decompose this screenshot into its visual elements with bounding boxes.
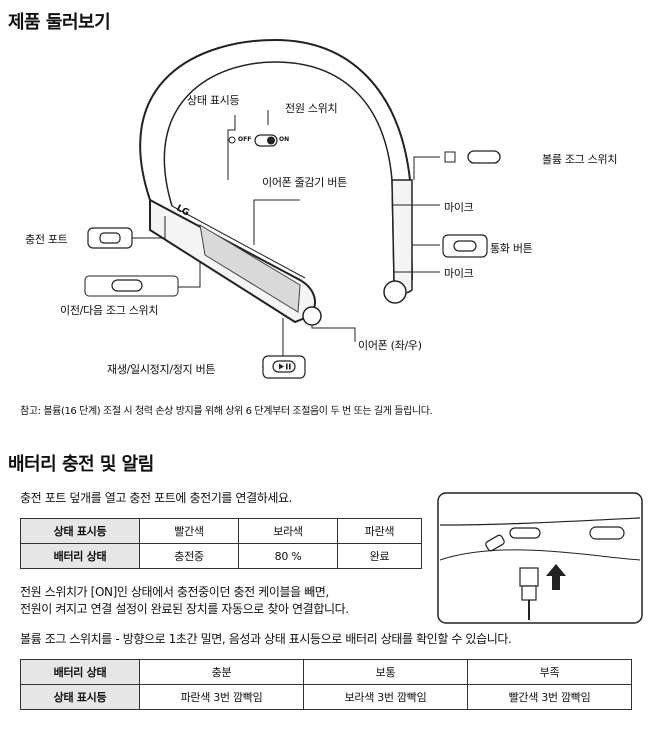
charging-instruction: 충전 포트 덮개를 열고 충전 포트에 충전기를 연결하세요. [20,491,293,505]
battery-check-note: 볼륨 조그 스위치를 - 방향으로 1초간 밀면, 음성과 상태 표시등으로 배… [20,632,512,646]
label-charging-port: 충전 포트 [25,233,68,246]
table-row: 배터리 상태 충전중 80 % 완료 [20,543,422,569]
section-title-battery: 배터리 충전 및 알림 [8,454,154,475]
label-earphone-winder: 이어폰 줄감기 버튼 [262,176,347,189]
volume-note: 참고: 볼륨(16 단계) 조절 시 청력 손상 방지를 위해 상위 6 단계부… [20,406,433,417]
table-cell: 보라색 [238,518,338,544]
table-row: 배터리 상태 충분 보통 부족 [20,659,632,685]
table-cell: 상태 표시등 [20,518,140,544]
table-cell: 배터리 상태 [20,543,140,569]
table-row: 상태 표시등 빨간색 보라색 파란색 [20,518,422,544]
label-call-button: 통화 버튼 [490,242,533,255]
label-play-pause-stop: 재생/일시정지/정지 버튼 [107,363,216,376]
charging-status-table: 상태 표시등 빨간색 보라색 파란색 배터리 상태 충전중 80 % 완료 [20,518,422,569]
table-cell: 보라색 3번 깜빡임 [303,684,468,710]
table-cell: 부족 [467,659,632,685]
label-on: ON [279,136,290,143]
table-cell: 보통 [303,659,468,685]
label-earphones: 이어폰 (좌/우) [358,339,422,352]
table-cell: 상태 표시등 [20,684,140,710]
table-cell: 빨간색 [139,518,239,544]
table-cell: 배터리 상태 [20,659,140,685]
auto-connect-line2: 전원이 켜지고 연결 설정이 완료된 장치를 자동으로 찾아 연결합니다. [20,602,349,616]
table-row: 상태 표시등 파란색 3번 깜빡임 보라색 3번 깜빡임 빨간색 3번 깜빡임 [20,684,632,710]
section-title-overview: 제품 둘러보기 [8,12,111,33]
table-cell: 파란색 [337,518,422,544]
label-off: OFF [238,136,252,143]
table-cell: 완료 [337,543,422,569]
table-cell: 빨간색 3번 깜빡임 [467,684,632,710]
battery-level-table: 배터리 상태 충분 보통 부족 상태 표시등 파란색 3번 깜빡임 보라색 3번… [20,659,632,710]
label-power-switch: 전원 스위치 [285,102,338,115]
auto-connect-line1: 전원 스위치가 [ON]인 상태에서 충전중이던 충전 케이블을 빼면, [20,585,329,599]
table-cell: 충분 [139,659,304,685]
label-mic-top: 마이크 [444,201,474,214]
table-cell: 충전중 [139,543,239,569]
label-status-indicator: 상태 표시등 [187,94,240,107]
label-volume-jog: 볼륨 조그 스위치 [542,153,618,166]
label-prev-next-jog: 이전/다음 조그 스위치 [60,304,159,317]
table-cell: 파란색 3번 깜빡임 [139,684,304,710]
label-mic-bottom: 마이크 [444,267,474,280]
table-cell: 80 % [238,543,338,569]
